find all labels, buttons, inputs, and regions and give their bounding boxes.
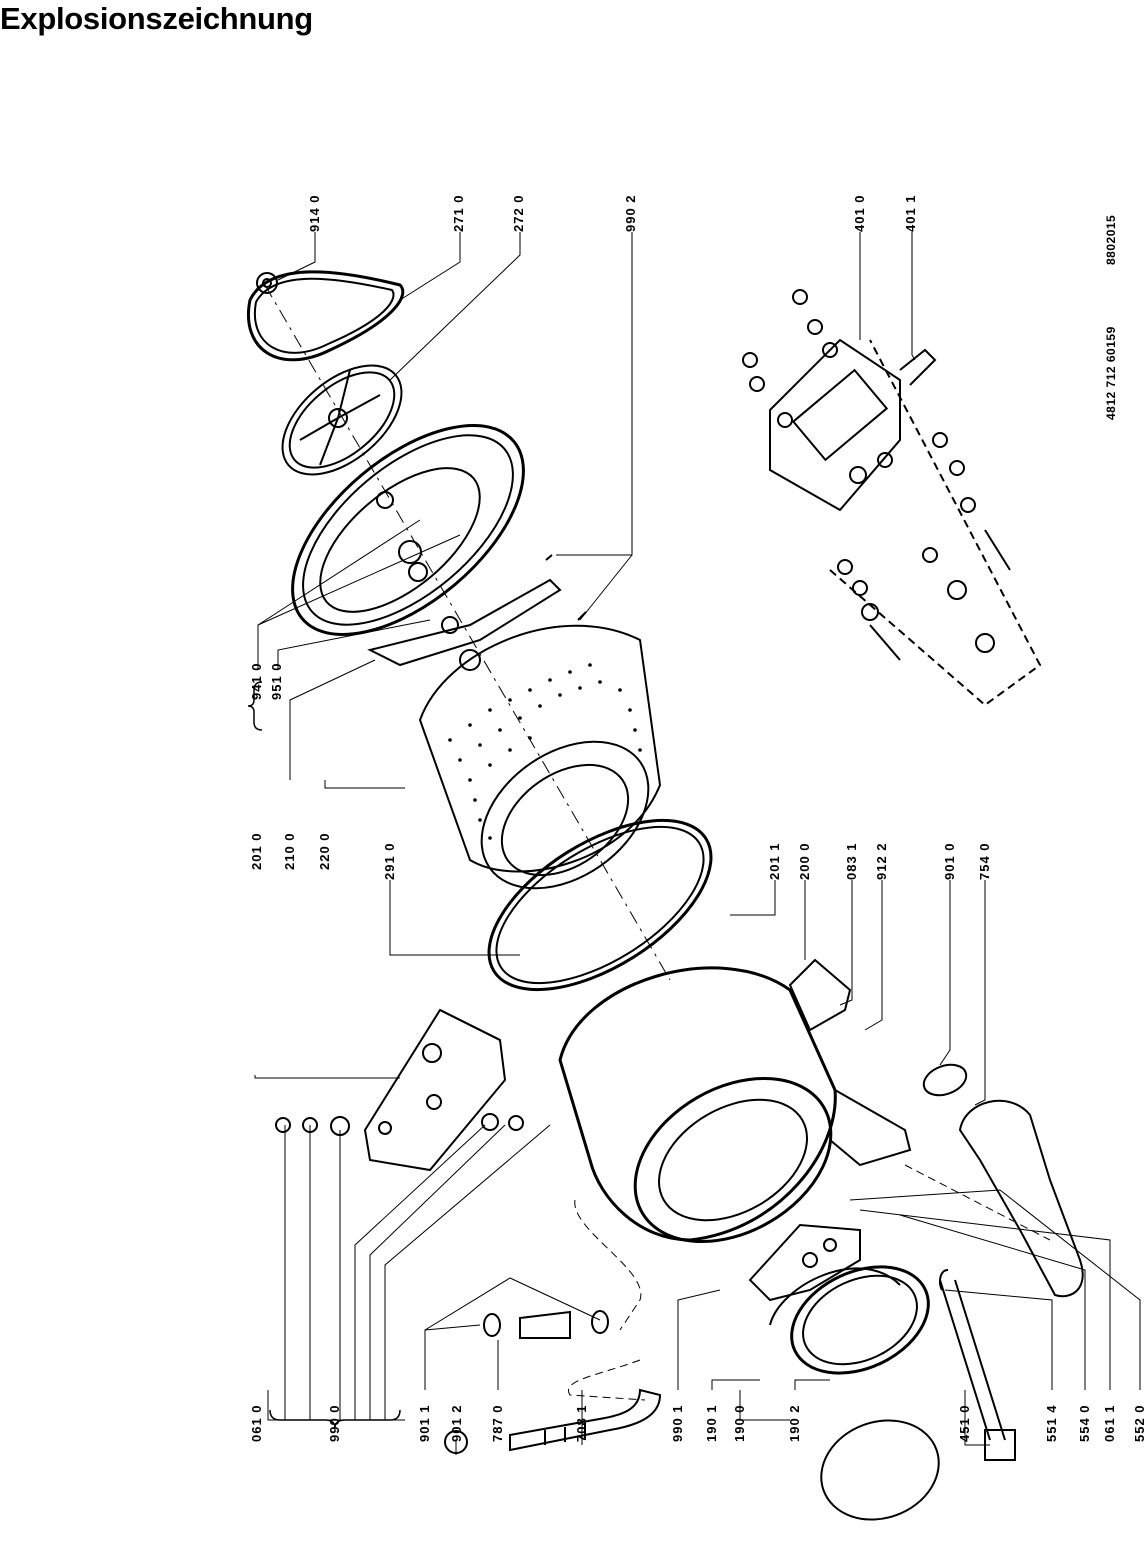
callout-401-1: 401 1 <box>903 194 918 232</box>
callout-554-0: 554 0 <box>1077 1404 1092 1442</box>
callout-552-0: 552 0 <box>1132 1404 1147 1442</box>
callout-990-0: 990 0 <box>327 1404 342 1442</box>
bracket-990-0 <box>270 1410 400 1428</box>
drum-axis-line <box>265 285 670 980</box>
callout-201-1: 201 1 <box>767 842 782 880</box>
door-glass <box>807 1404 953 1535</box>
front-tub <box>560 960 910 1275</box>
leader-lines <box>255 232 1140 1455</box>
page-title: Explosionszeichnung <box>0 1 313 36</box>
counterweight <box>365 1010 505 1170</box>
callout-061-0: 061 0 <box>249 1404 264 1442</box>
callout-951-0: 951 0 <box>269 662 284 700</box>
callout-190-1: 190 1 <box>704 1404 719 1442</box>
pulley <box>263 344 422 495</box>
hose-708 <box>510 1390 660 1450</box>
dashed-routes <box>568 1165 1050 1400</box>
bracket-941-951 <box>248 682 262 730</box>
callout-708-1: 708 1 <box>574 1404 589 1442</box>
callout-190-2: 190 2 <box>787 1404 802 1442</box>
door-hinge <box>750 1225 860 1300</box>
drive-belt <box>248 272 402 360</box>
heater-element <box>940 1270 1015 1460</box>
door-seal <box>770 1246 946 1394</box>
nut-914 <box>257 273 277 293</box>
callout-901-2: 901 2 <box>449 1404 464 1442</box>
callout-551-4: 551 4 <box>1044 1404 1059 1442</box>
callout-990-1: 990 1 <box>670 1404 685 1442</box>
callout-912-2: 912 2 <box>874 842 889 880</box>
callout-190-0: 190 0 <box>732 1404 747 1442</box>
motor-dashed-outline <box>830 340 1040 705</box>
callout-271-0: 271 0 <box>451 194 466 232</box>
callout-787-0: 787 0 <box>490 1404 505 1442</box>
callout-210-0: 210 0 <box>282 832 297 870</box>
drum <box>420 626 676 919</box>
callout-914-0: 914 0 <box>307 194 322 232</box>
callout-291-0: 291 0 <box>382 842 397 880</box>
drum-spider <box>370 555 586 670</box>
callout-061-1: 061 1 <box>1102 1404 1117 1442</box>
document-code: 8802015 <box>1104 214 1118 265</box>
callout-990-2: 990 2 <box>623 194 638 232</box>
ring-291 <box>461 786 739 1024</box>
callout-220-0: 220 0 <box>317 832 332 870</box>
motor <box>770 340 935 510</box>
callout-401-0: 401 0 <box>852 194 867 232</box>
washer-stack-990 <box>276 1114 523 1135</box>
motor-bolts <box>743 290 1010 660</box>
callout-451-0: 451 0 <box>957 1404 972 1442</box>
callout-901-0: 901 0 <box>942 842 957 880</box>
bellows-787 <box>484 1311 608 1338</box>
callout-083-1: 083 1 <box>844 842 859 880</box>
callout-200-0: 200 0 <box>797 842 812 880</box>
callout-754-0: 754 0 <box>977 842 992 880</box>
callout-272-0: 272 0 <box>511 194 526 232</box>
callout-901-1: 901 1 <box>417 1404 432 1442</box>
document-part-number: 4812 712 60159 <box>1104 326 1118 420</box>
hose-754 <box>920 1059 1083 1296</box>
callout-941-0: 941 0 <box>249 662 264 700</box>
callout-201-0: 201 0 <box>249 832 264 870</box>
